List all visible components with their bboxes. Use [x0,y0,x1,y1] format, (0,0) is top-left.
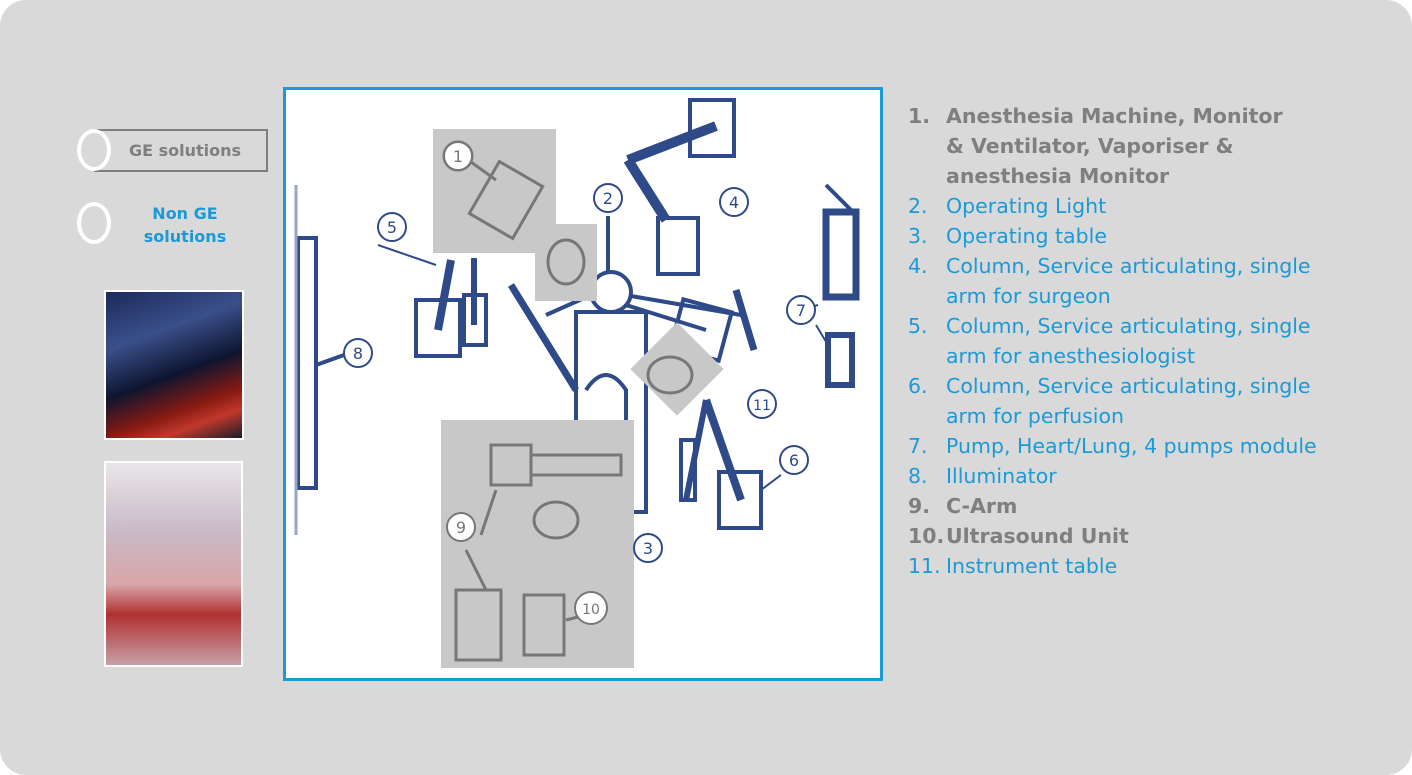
circulatory-system-photo [104,461,243,667]
list-item: 5.Column, Service articulating, single a… [908,314,1311,368]
callout-4: 4 [729,193,739,212]
column-6-shape [717,470,763,530]
callout-9: 9 [456,518,466,537]
callout-1: 1 [453,147,463,166]
callout-6: 6 [789,451,799,470]
callout-11: 11 [753,398,771,414]
non-ge-legend-circle-icon [77,202,111,244]
ge-legend-circle-icon [77,129,111,171]
illuminator-shape [296,236,318,490]
callout-3: 3 [643,539,653,558]
list-item: 11.Instrument table [908,554,1118,578]
list-item: 6.Column, Service articulating, single a… [908,374,1311,428]
operating-room-layout-diagram: 1 2 3 4 5 6 7 8 9 10 11 [283,87,883,681]
list-item: 9.C-Arm [908,494,1018,518]
callout-2: 2 [603,189,613,208]
anesthesiologist-overlay [535,224,597,301]
diagram-svg: 1 2 3 4 5 6 7 8 9 10 11 [294,98,860,668]
list-item: 8.Illuminator [908,464,1057,488]
non-ge-legend-label: Non GE solutions [143,204,227,246]
column-5-shape [414,298,462,358]
list-item: 10.Ultrasound Unit [908,524,1129,548]
list-item: 2.Operating Light [908,194,1107,218]
equipment-list: 1.Anesthesia Machine, Monitor & Ventilat… [908,101,1317,581]
list-item: 4.Column, Service articulating, single a… [908,254,1311,308]
c-arm-ultrasound-overlay [441,420,634,668]
ge-legend-label: GE solutions [128,141,242,160]
list-item: 3.Operating table [908,224,1107,248]
pump-shape [822,208,860,301]
callout-8: 8 [353,344,363,363]
column-4-shape [688,98,736,158]
callout-7: 7 [796,301,806,320]
callout-5: 5 [387,218,397,237]
surgery-photo [104,290,244,440]
callout-10: 10 [582,602,600,618]
list-item: 7.Pump, Heart/Lung, 4 pumps module [908,434,1317,458]
list-item: 1.Anesthesia Machine, Monitor & Ventilat… [908,104,1283,188]
